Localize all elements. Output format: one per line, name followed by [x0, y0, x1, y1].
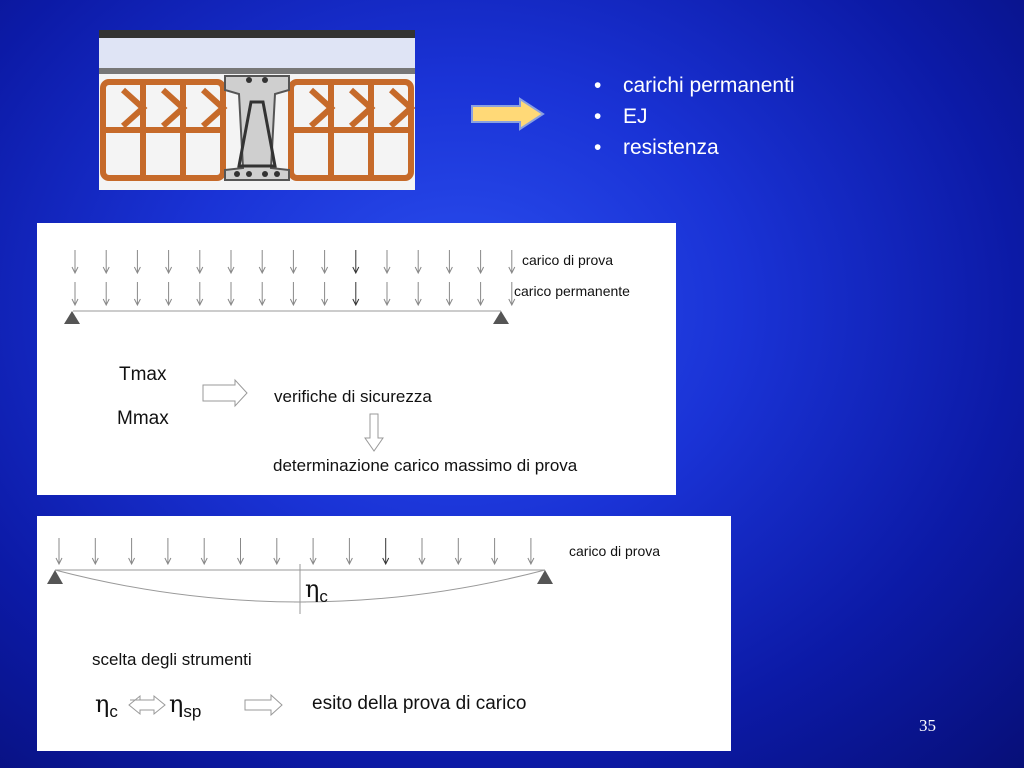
load-arrow-icon: [91, 538, 99, 566]
load-arrow-icon: [196, 282, 204, 307]
load-arrow-icon: [273, 538, 281, 566]
right-support-icon: [537, 570, 553, 584]
load-arrow-icon: [227, 250, 235, 275]
test-load-label: carico di prova: [569, 543, 661, 559]
parameter-list: carichi permanenti EJ resistenza: [590, 70, 795, 163]
load-arrow-icon: [258, 250, 266, 275]
eta-sp-symbol: ηsp: [169, 690, 202, 721]
bullet-item-resistance: resistenza: [590, 132, 795, 163]
load-arrow-icon: [321, 250, 329, 275]
bullet-item-permanent-loads: carichi permanenti: [590, 70, 795, 101]
load-arrow-icon: [237, 538, 244, 566]
page-number: 35: [919, 716, 936, 735]
load-arrow-icon: [164, 538, 172, 566]
slab-section-image: [99, 30, 415, 190]
beam-load-diagram: [64, 250, 516, 452]
eta-c-symbol: ηc: [305, 575, 328, 606]
load-arrow-icon: [477, 250, 485, 275]
load-arrow-icon: [196, 250, 204, 275]
right-support-icon: [493, 311, 509, 324]
mmax-label: Mmax: [117, 408, 169, 429]
left-support-icon: [47, 570, 63, 584]
load-arrow-icon: [289, 282, 297, 307]
double-arrow-icon: [128, 694, 166, 716]
deflection-diagram-panel: carico di prova ηc scelta degli strument…: [37, 516, 731, 751]
load-arrow-icon: [165, 250, 173, 275]
load-arrow-icon: [321, 282, 329, 307]
load-arrow-icon: [102, 250, 110, 275]
beam-deflection-diagram: [47, 538, 553, 717]
instrument-choice-label: scelta degli strumenti: [92, 650, 252, 669]
test-load-arrows: [71, 250, 516, 275]
load-arrow-icon: [71, 282, 79, 307]
eta-c-compare-symbol: ηc: [95, 690, 118, 721]
load-arrow-icon: [309, 538, 317, 566]
load-arrow-icon: [133, 250, 141, 275]
load-arrow-icon: [508, 282, 516, 307]
permanent-load-arrows: [71, 282, 516, 307]
load-arrow-icon: [128, 538, 136, 566]
load-arrow-icon: [527, 538, 535, 566]
load-arrow-icon: [102, 282, 110, 307]
right-arrow-icon: [471, 97, 545, 131]
load-arrow-icon: [227, 282, 235, 307]
test-load-label: carico di prova: [522, 252, 614, 268]
load-arrow-icon: [445, 250, 453, 275]
load-arrow-icon: [71, 250, 79, 275]
test-outcome-label: esito della prova di carico: [312, 693, 527, 714]
safety-checks-label: verifiche di sicurezza: [274, 387, 432, 406]
load-diagram-panel: carico di prova carico permanente Tmax M…: [37, 223, 676, 495]
load-arrow-icon: [414, 250, 422, 275]
load-arrow-icon: [345, 538, 353, 566]
hollow-right-arrow-icon: [202, 378, 248, 408]
tmax-label: Tmax: [119, 364, 167, 385]
load-arrow-icon: [382, 538, 390, 566]
load-arrow-icon: [383, 250, 391, 275]
load-arrow-icon: [454, 538, 462, 566]
bullet-item-ej: EJ: [590, 101, 795, 132]
test-load-arrows: [55, 538, 535, 566]
load-arrow-icon: [445, 282, 453, 307]
max-test-load-label: determinazione carico massimo di prova: [273, 456, 578, 475]
load-arrow-icon: [133, 282, 141, 307]
load-arrow-icon: [418, 538, 426, 566]
load-arrow-icon: [55, 538, 63, 566]
hollow-down-arrow-icon: [364, 413, 384, 452]
load-arrow-icon: [508, 250, 516, 275]
load-arrow-icon: [414, 282, 422, 307]
load-arrow-icon: [477, 282, 485, 307]
load-arrow-icon: [200, 538, 208, 566]
slab-section-drawing: [99, 30, 415, 190]
load-arrow-icon: [383, 282, 391, 307]
permanent-load-label: carico permanente: [514, 283, 630, 299]
load-arrow-icon: [258, 282, 266, 307]
load-arrow-icon: [352, 282, 360, 307]
hollow-right-arrow-icon: [244, 693, 283, 717]
left-support-icon: [64, 311, 80, 324]
load-arrow-icon: [289, 250, 297, 275]
load-arrow-icon: [165, 282, 173, 307]
load-arrow-icon: [352, 250, 360, 275]
load-arrow-icon: [491, 538, 499, 566]
